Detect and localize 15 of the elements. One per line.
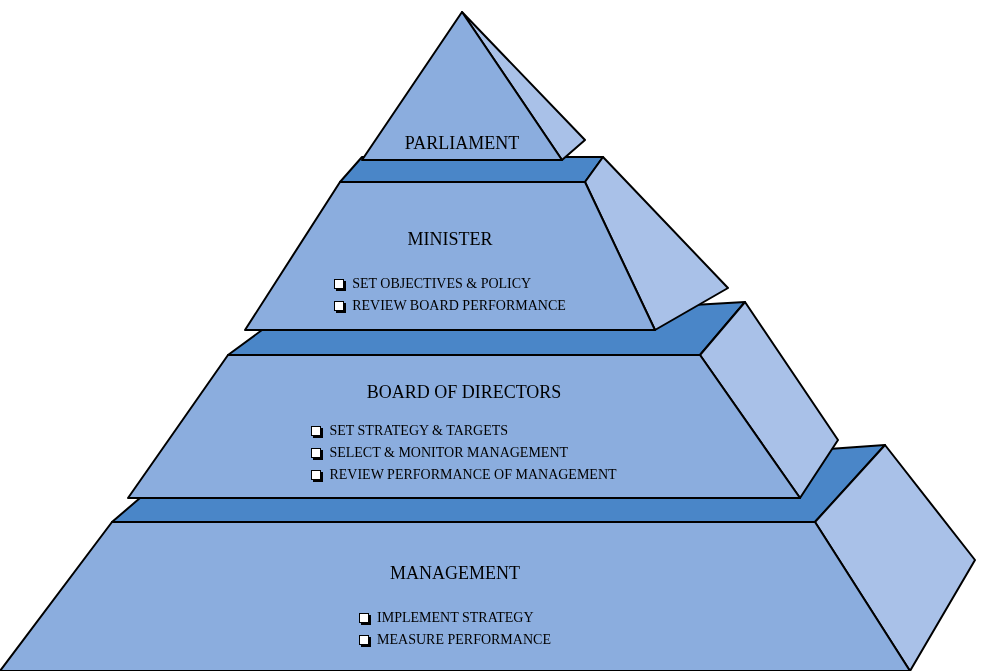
pyramid-tier [0,522,910,671]
tier-title: PARLIAMENT [404,132,520,155]
bullet-text: SET STRATEGY & TARGETS [329,421,509,440]
tier-title: BOARD OF DIRECTORS [366,381,562,404]
tier-title: MINISTER [407,228,493,251]
bullet-text: SELECT & MONITOR MANAGEMENT [329,443,569,462]
bullet-text: IMPLEMENT STRATEGY [377,608,534,627]
bullet-text: SET OBJECTIVES & POLICY [352,274,532,293]
bullet-text: REVIEW PERFORMANCE OF MANAGEMENT [329,465,617,484]
pyramid-tier [362,12,562,160]
tier-title: MANAGEMENT [390,562,520,585]
bullet-text: MEASURE PERFORMANCE [377,630,551,649]
pyramid-tier [245,182,655,330]
pyramid-tier [128,355,800,498]
bullet-text: REVIEW BOARD PERFORMANCE [352,296,566,315]
